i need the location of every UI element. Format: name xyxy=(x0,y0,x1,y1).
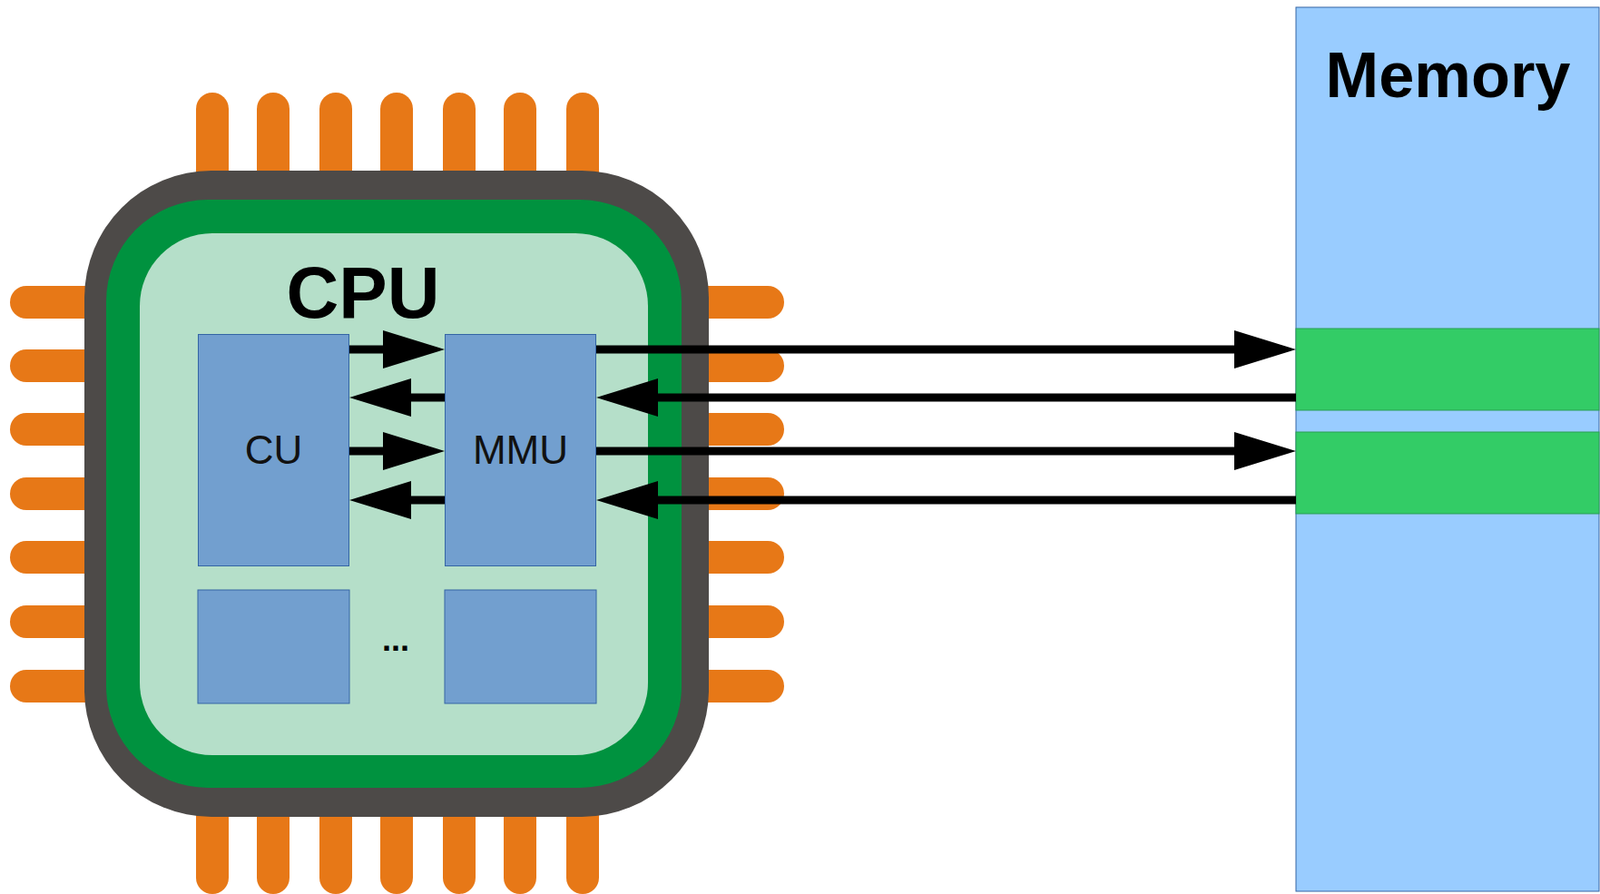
arrow-connector xyxy=(349,378,445,417)
control-unit-box: CU xyxy=(197,333,350,567)
arrow-connector xyxy=(349,431,445,471)
arrow-head xyxy=(382,431,445,471)
memory-region xyxy=(1295,431,1600,514)
memory-outline xyxy=(1295,7,1600,892)
arrow-shaft xyxy=(409,496,445,505)
chip-pins xyxy=(26,108,768,878)
arrow-connector xyxy=(596,431,1296,471)
node-title: CU xyxy=(245,430,304,471)
memory-block: Memory xyxy=(1295,7,1600,892)
node-title: Memory xyxy=(1295,43,1600,108)
arrow-head xyxy=(349,378,412,417)
chip-die xyxy=(139,233,648,756)
arrow-connector xyxy=(349,480,445,520)
arrow-head xyxy=(382,330,445,369)
arrow-head xyxy=(349,480,412,520)
arrow-shaft xyxy=(349,345,385,354)
arrow-head xyxy=(596,378,658,417)
arrow-connector xyxy=(596,378,1296,417)
label-holder: ... xyxy=(382,623,410,657)
arrow-shaft xyxy=(656,393,1296,403)
memory-region xyxy=(1295,328,1600,411)
arrow-shaft xyxy=(409,393,445,403)
arrow-head xyxy=(1234,330,1296,369)
node-title: CPU xyxy=(286,256,441,330)
arrow-shaft xyxy=(656,496,1296,505)
cpu-unit-block xyxy=(444,589,597,704)
chip-package xyxy=(84,170,709,817)
arrow-connector xyxy=(349,330,445,369)
arrow-shaft xyxy=(349,447,385,456)
arrow-head xyxy=(596,480,658,520)
cpu-unit-block xyxy=(197,589,350,704)
arrow-connector xyxy=(596,330,1296,369)
node-title: MMU xyxy=(472,430,569,471)
arrow-shaft xyxy=(596,447,1237,456)
chip-substrate xyxy=(106,199,682,788)
ellipsis-label: ... xyxy=(382,623,410,657)
arrow-connector xyxy=(596,480,1296,520)
arrow-head xyxy=(1234,431,1296,471)
cpu-chip: CPU CU MMU xyxy=(139,233,648,756)
arrow-shaft xyxy=(596,345,1237,354)
mmu-box: MMU xyxy=(444,333,597,567)
